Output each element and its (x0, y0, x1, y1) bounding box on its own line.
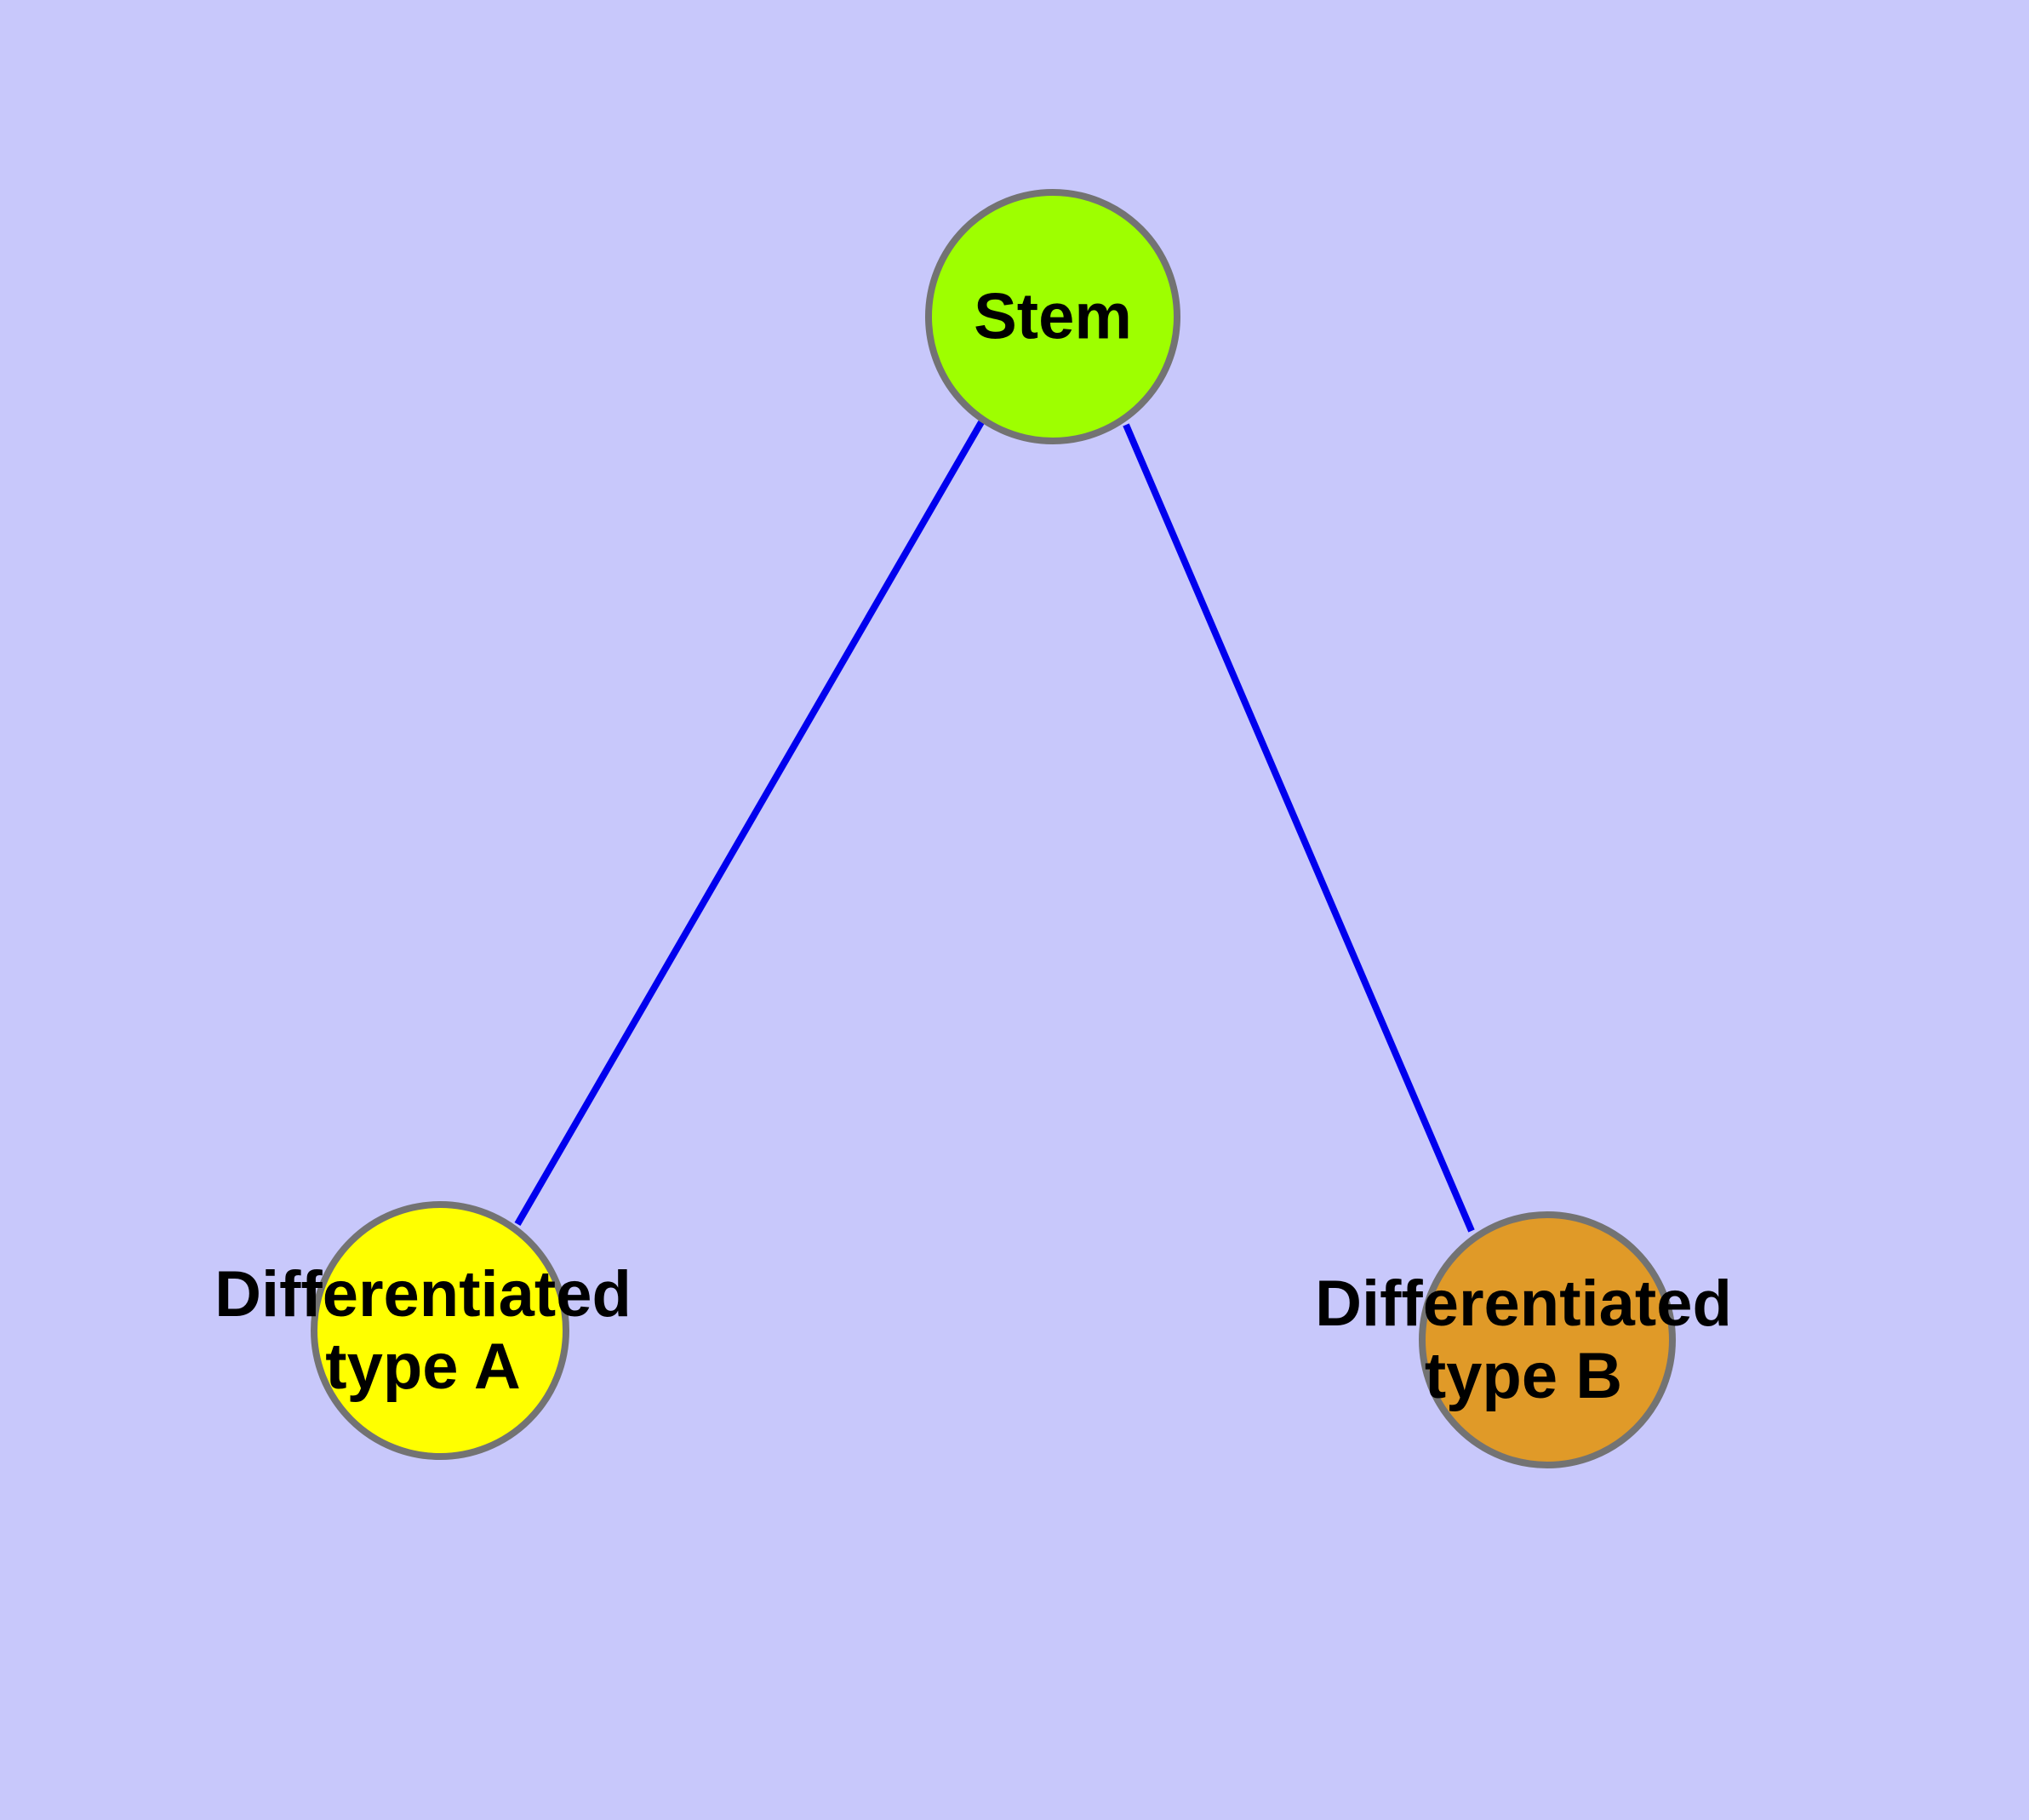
node-differentiated-type-a-label: Differentiated type A (214, 1257, 632, 1403)
edge-stem-to-differentiated-type-b[interactable] (1123, 423, 1475, 1233)
node-differentiated-type-a[interactable] (311, 1201, 569, 1460)
node-differentiated-type-b[interactable] (1419, 1211, 1676, 1468)
node-differentiated-type-b-label: Differentiated type B (1315, 1267, 1732, 1412)
node-stem[interactable] (925, 189, 1180, 444)
edge-stem-to-differentiated-type-a[interactable] (514, 420, 985, 1227)
